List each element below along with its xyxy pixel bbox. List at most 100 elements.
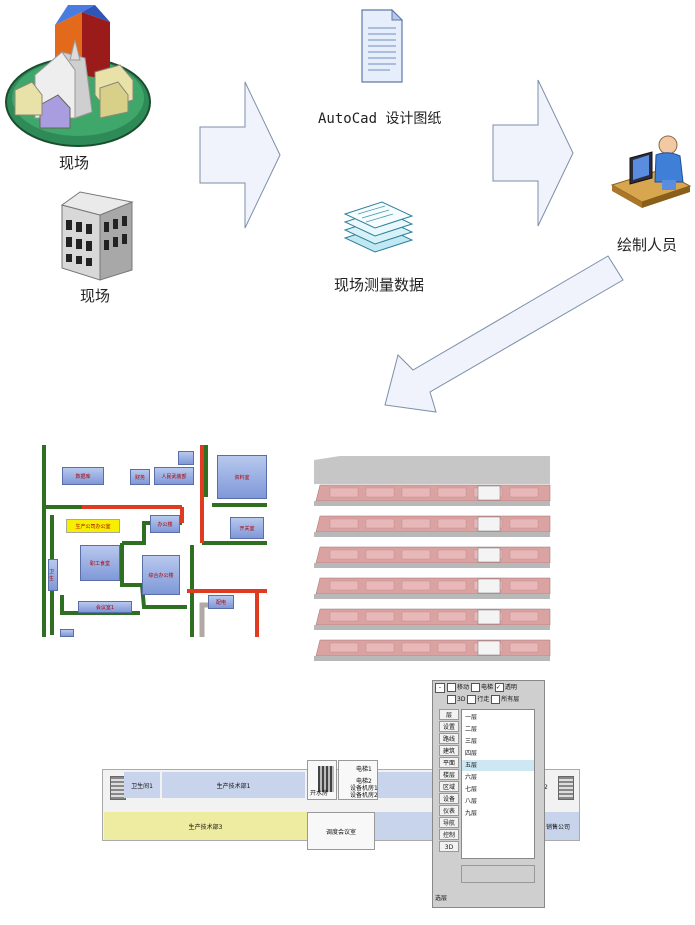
transparent-label: 透明	[504, 684, 517, 691]
floor-room	[509, 549, 539, 560]
floor-room	[509, 487, 539, 498]
elevator-checkbox[interactable]	[470, 683, 480, 692]
3d-checkbox[interactable]	[447, 695, 456, 704]
room-elev2: 电梯2	[356, 778, 372, 785]
floor-base	[314, 532, 550, 537]
floor-room	[365, 549, 395, 560]
floor-room	[329, 642, 359, 653]
floor-room	[401, 549, 431, 560]
floor-item[interactable]: 九层	[465, 810, 478, 817]
floor-core	[477, 485, 501, 501]
floor-core	[477, 609, 501, 625]
side-button[interactable]: 仪表	[439, 805, 459, 816]
room: 财务	[130, 469, 150, 485]
room-toilet: 卫生间1	[124, 772, 160, 798]
side-button[interactable]: 建筑	[439, 745, 459, 756]
all-floors-label: 所有层	[501, 696, 520, 703]
floor-slab	[315, 608, 551, 626]
room: 职工食堂	[80, 545, 120, 581]
site-label-building: 现场	[80, 287, 111, 305]
floor-room	[473, 580, 503, 591]
floor-item[interactable]: 八层	[465, 798, 478, 805]
room-right	[378, 772, 438, 798]
floor-list[interactable]: 一层二层三层四层五层六层七层八层九层	[461, 709, 535, 859]
floor-room	[473, 642, 503, 653]
floor-room	[329, 611, 359, 622]
floor-slab	[315, 484, 551, 502]
room: 办公楼	[150, 515, 180, 533]
room-highlight: 生产公司办公室	[66, 519, 120, 533]
panel-footer	[461, 865, 535, 883]
room-meeting: 调度会议室	[307, 812, 375, 850]
floor-room	[473, 611, 503, 622]
floor-room	[437, 580, 467, 591]
side-button[interactable]: 平面	[439, 757, 459, 768]
floor-room	[401, 518, 431, 529]
floor-item[interactable]: 四层	[465, 750, 478, 757]
room-tech3: 生产技术部3	[104, 812, 307, 840]
floor-base	[314, 625, 550, 630]
floor-slab	[315, 515, 551, 533]
floor-item[interactable]: 六层	[465, 774, 478, 781]
side-button[interactable]: 设备	[439, 793, 459, 804]
room: 会议室1	[78, 601, 132, 613]
floor-room	[329, 518, 359, 529]
floor-base	[314, 563, 550, 568]
floor-room	[329, 580, 359, 591]
floor-item[interactable]: 一层	[465, 714, 478, 721]
room-tech1: 生产技术部1	[162, 772, 305, 798]
side-button[interactable]: 3D	[439, 841, 459, 852]
floor-room	[365, 580, 395, 591]
side-button[interactable]: 楼层	[439, 769, 459, 780]
floor-room	[401, 487, 431, 498]
room-water: 开水房	[310, 790, 329, 797]
all-floors-checkbox[interactable]	[491, 695, 501, 704]
floor-room	[437, 487, 467, 498]
transparent-checkbox[interactable]: ✓	[494, 683, 504, 692]
side-button[interactable]: 层	[439, 709, 459, 720]
viewer-screenshot: 卫生间1 生产技术部1 开水房 电梯1 电梯2 设备机房1 设备机房2 间2 生…	[82, 672, 582, 917]
mobile-label: 移动	[457, 684, 470, 691]
floor-room	[401, 642, 431, 653]
mobile-checkbox[interactable]	[447, 683, 456, 692]
3d-label: 3D	[457, 696, 466, 703]
floor-room	[437, 642, 467, 653]
floor-room	[473, 518, 503, 529]
room: 综合办公楼	[142, 555, 180, 595]
collapse-toggle[interactable]: -	[435, 683, 445, 693]
room: 开关室	[230, 517, 264, 539]
floor-room	[509, 580, 539, 591]
floor-item[interactable]: 二层	[465, 726, 478, 733]
floor-room	[473, 549, 503, 560]
floor-item[interactable]: 五层	[462, 760, 534, 771]
floor-room	[401, 580, 431, 591]
room: 资料室	[217, 455, 267, 499]
floor-base	[314, 501, 550, 506]
floor-room	[437, 518, 467, 529]
floor-slab	[315, 546, 551, 564]
floor-slab	[315, 639, 551, 657]
floor-room	[365, 642, 395, 653]
floor-room	[329, 549, 359, 560]
floor-room	[509, 642, 539, 653]
control-panel: - 移动 电梯 ✓透明 3D 行走 所有层 层设置路线建筑平面楼层区域设备仪表导…	[432, 680, 545, 908]
walk-checkbox[interactable]	[467, 695, 477, 704]
floor-room	[365, 518, 395, 529]
floor-plan-2d: 数据库 财务 人民武装部 资料室 生产公司办公室 办公楼 职工食堂 综合办公楼 …	[42, 445, 267, 637]
floor-room	[437, 611, 467, 622]
floor-core	[477, 547, 501, 563]
floor-item[interactable]: 三层	[465, 738, 478, 745]
floor-room	[365, 611, 395, 622]
side-button[interactable]: 路线	[439, 733, 459, 744]
side-button[interactable]: 导航	[439, 817, 459, 828]
side-button[interactable]: 区域	[439, 781, 459, 792]
side-button[interactable]: 设置	[439, 721, 459, 732]
floor-item[interactable]: 七层	[465, 786, 478, 793]
elevator-label: 电梯	[480, 684, 493, 691]
floor-room	[329, 487, 359, 498]
room-elev1: 电梯1	[356, 766, 372, 773]
side-button[interactable]: 控制	[439, 829, 459, 840]
cad-label: AutoCad 设计图纸	[318, 111, 442, 127]
room	[60, 629, 74, 637]
room-block	[338, 760, 378, 800]
